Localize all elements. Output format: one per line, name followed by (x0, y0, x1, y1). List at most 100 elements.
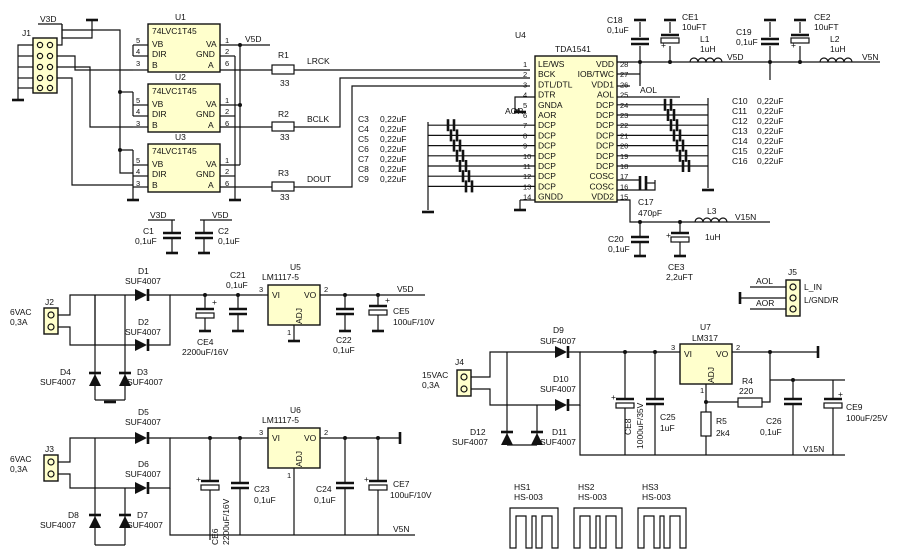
pin-number: 2 (523, 70, 527, 79)
pin-number: 5 (136, 156, 140, 165)
value: 0,1uF (607, 25, 629, 35)
ref: C4 (358, 124, 369, 134)
pin-number: 6 (523, 111, 527, 120)
connector-j2: J2 6VAC 0,3A (10, 297, 59, 335)
ref: C16 (732, 156, 748, 166)
ic-u2: U2 74LVC1T45 VB DIR B VA GND A 5 4 3 1 2… (132, 72, 272, 133)
value: 100uF/25V (846, 413, 888, 423)
pin-label: L_IN (804, 282, 822, 292)
pin-label: VI (684, 349, 692, 359)
diode-d1: D1 SUF4007 (125, 266, 161, 301)
ref: C1 (143, 226, 154, 236)
capacitor-c8 (428, 170, 535, 183)
pin-label: VA (206, 159, 217, 169)
connector-j1: V3D J1 (12, 14, 133, 186)
ic-part: LM317 (692, 333, 718, 343)
plus-sign: + (666, 230, 671, 240)
value: 0,1uF (218, 236, 240, 246)
pin-number: 1 (225, 156, 229, 165)
value: 0,1uF (135, 236, 157, 246)
diode-d3: D3 SUF4007 (119, 367, 163, 387)
plus-sign: + (212, 297, 217, 307)
value: 0,1uF (760, 427, 782, 437)
ic-part: 74LVC1T45 (152, 26, 197, 36)
pin-number: 16 (620, 182, 628, 191)
ref: C13 (732, 126, 748, 136)
ref: C9 (358, 174, 369, 184)
pin-number: 1 (287, 471, 291, 480)
net-label: AOL (640, 85, 657, 95)
pin-number: 2 (324, 428, 328, 437)
pin-label: VDD (596, 59, 614, 69)
value: 0,22uF (380, 134, 406, 144)
pin-label: A (208, 180, 214, 190)
value: 0,22uF (757, 116, 783, 126)
pin-label: B (152, 180, 158, 190)
part: SUF4007 (125, 276, 161, 286)
ref: C7 (358, 154, 369, 164)
pin-label: DCP (596, 151, 614, 161)
ref: CE8 (623, 418, 633, 435)
value: 0,1uF (314, 495, 336, 505)
part: SUF4007 (127, 377, 163, 387)
ref: C21 (230, 270, 246, 280)
capacitor-c19: C19 0,1uF (736, 18, 779, 64)
pin-label: AOL (597, 90, 614, 100)
pin-label: ADJ (706, 367, 716, 383)
ref: D8 (68, 510, 79, 520)
ref: J3 (45, 444, 54, 454)
capacitor-c3 (428, 119, 535, 132)
pin-label: DCP (596, 141, 614, 151)
value: 33 (280, 78, 290, 88)
net-label: V5D (212, 210, 229, 220)
rating: 0,3A (10, 317, 28, 327)
net-label: V5N (862, 52, 879, 62)
pin-label: COSC (589, 181, 614, 191)
connector-j5: J5 AOL AOR L_IN L/GND/R (738, 267, 838, 317)
net-label: V15N (735, 212, 756, 222)
ref: HS2 (578, 482, 595, 492)
ic-part: TDA1541 (555, 44, 591, 54)
ref: J5 (788, 267, 797, 277)
pin-label: GNDD (538, 192, 563, 202)
pin-label: VO (304, 290, 317, 300)
pin-number: 3 (523, 80, 527, 89)
capacitor-c9 (428, 180, 535, 193)
value: 0,1uF (226, 280, 248, 290)
pin-label: GND (196, 109, 215, 119)
ref: R5 (716, 416, 727, 426)
part: SUF4007 (540, 384, 576, 394)
part: SUF4007 (40, 520, 76, 530)
diode-d8: D8 SUF4007 (40, 510, 101, 530)
ref: C14 (732, 136, 748, 146)
pin-label: DCP (596, 130, 614, 140)
net-label: AOR (505, 106, 523, 116)
ref: D11 (552, 427, 567, 437)
rating: 6VAC (10, 307, 32, 317)
pin-number: 3 (259, 428, 263, 437)
capacitor-ce5: + CE5 100uF/10V (368, 295, 435, 333)
ref: CE5 (393, 306, 410, 316)
rating: 0,3A (10, 464, 28, 474)
pin-label: COSC (589, 171, 614, 181)
ic-ref: U1 (175, 12, 186, 22)
diode-d9: D9 SUF4007 (540, 325, 576, 358)
pin-label: IOB/TWC (578, 69, 614, 79)
capacitor-c1: V3D C1 0,1uF (135, 210, 181, 255)
value: 1uF (660, 423, 675, 433)
capacitor-ce4: + CE4 2200uF/16V (182, 295, 229, 357)
ref: L3 (707, 206, 717, 216)
pin-number: 4 (523, 91, 527, 100)
ref: C22 (336, 335, 352, 345)
pin-label: A (208, 60, 214, 70)
pin-number: 3 (136, 179, 140, 188)
pin-number: 6 (225, 179, 229, 188)
pin-label: VDD2 (591, 192, 614, 202)
value: 0,22uF (380, 174, 406, 184)
pin-label: B (152, 60, 158, 70)
capacitor-c15 (617, 149, 708, 162)
ic-part: 74LVC1T45 (152, 146, 197, 156)
part: SUF4007 (125, 327, 161, 337)
ref: C17 (638, 197, 654, 207)
ref: R3 (278, 168, 289, 178)
